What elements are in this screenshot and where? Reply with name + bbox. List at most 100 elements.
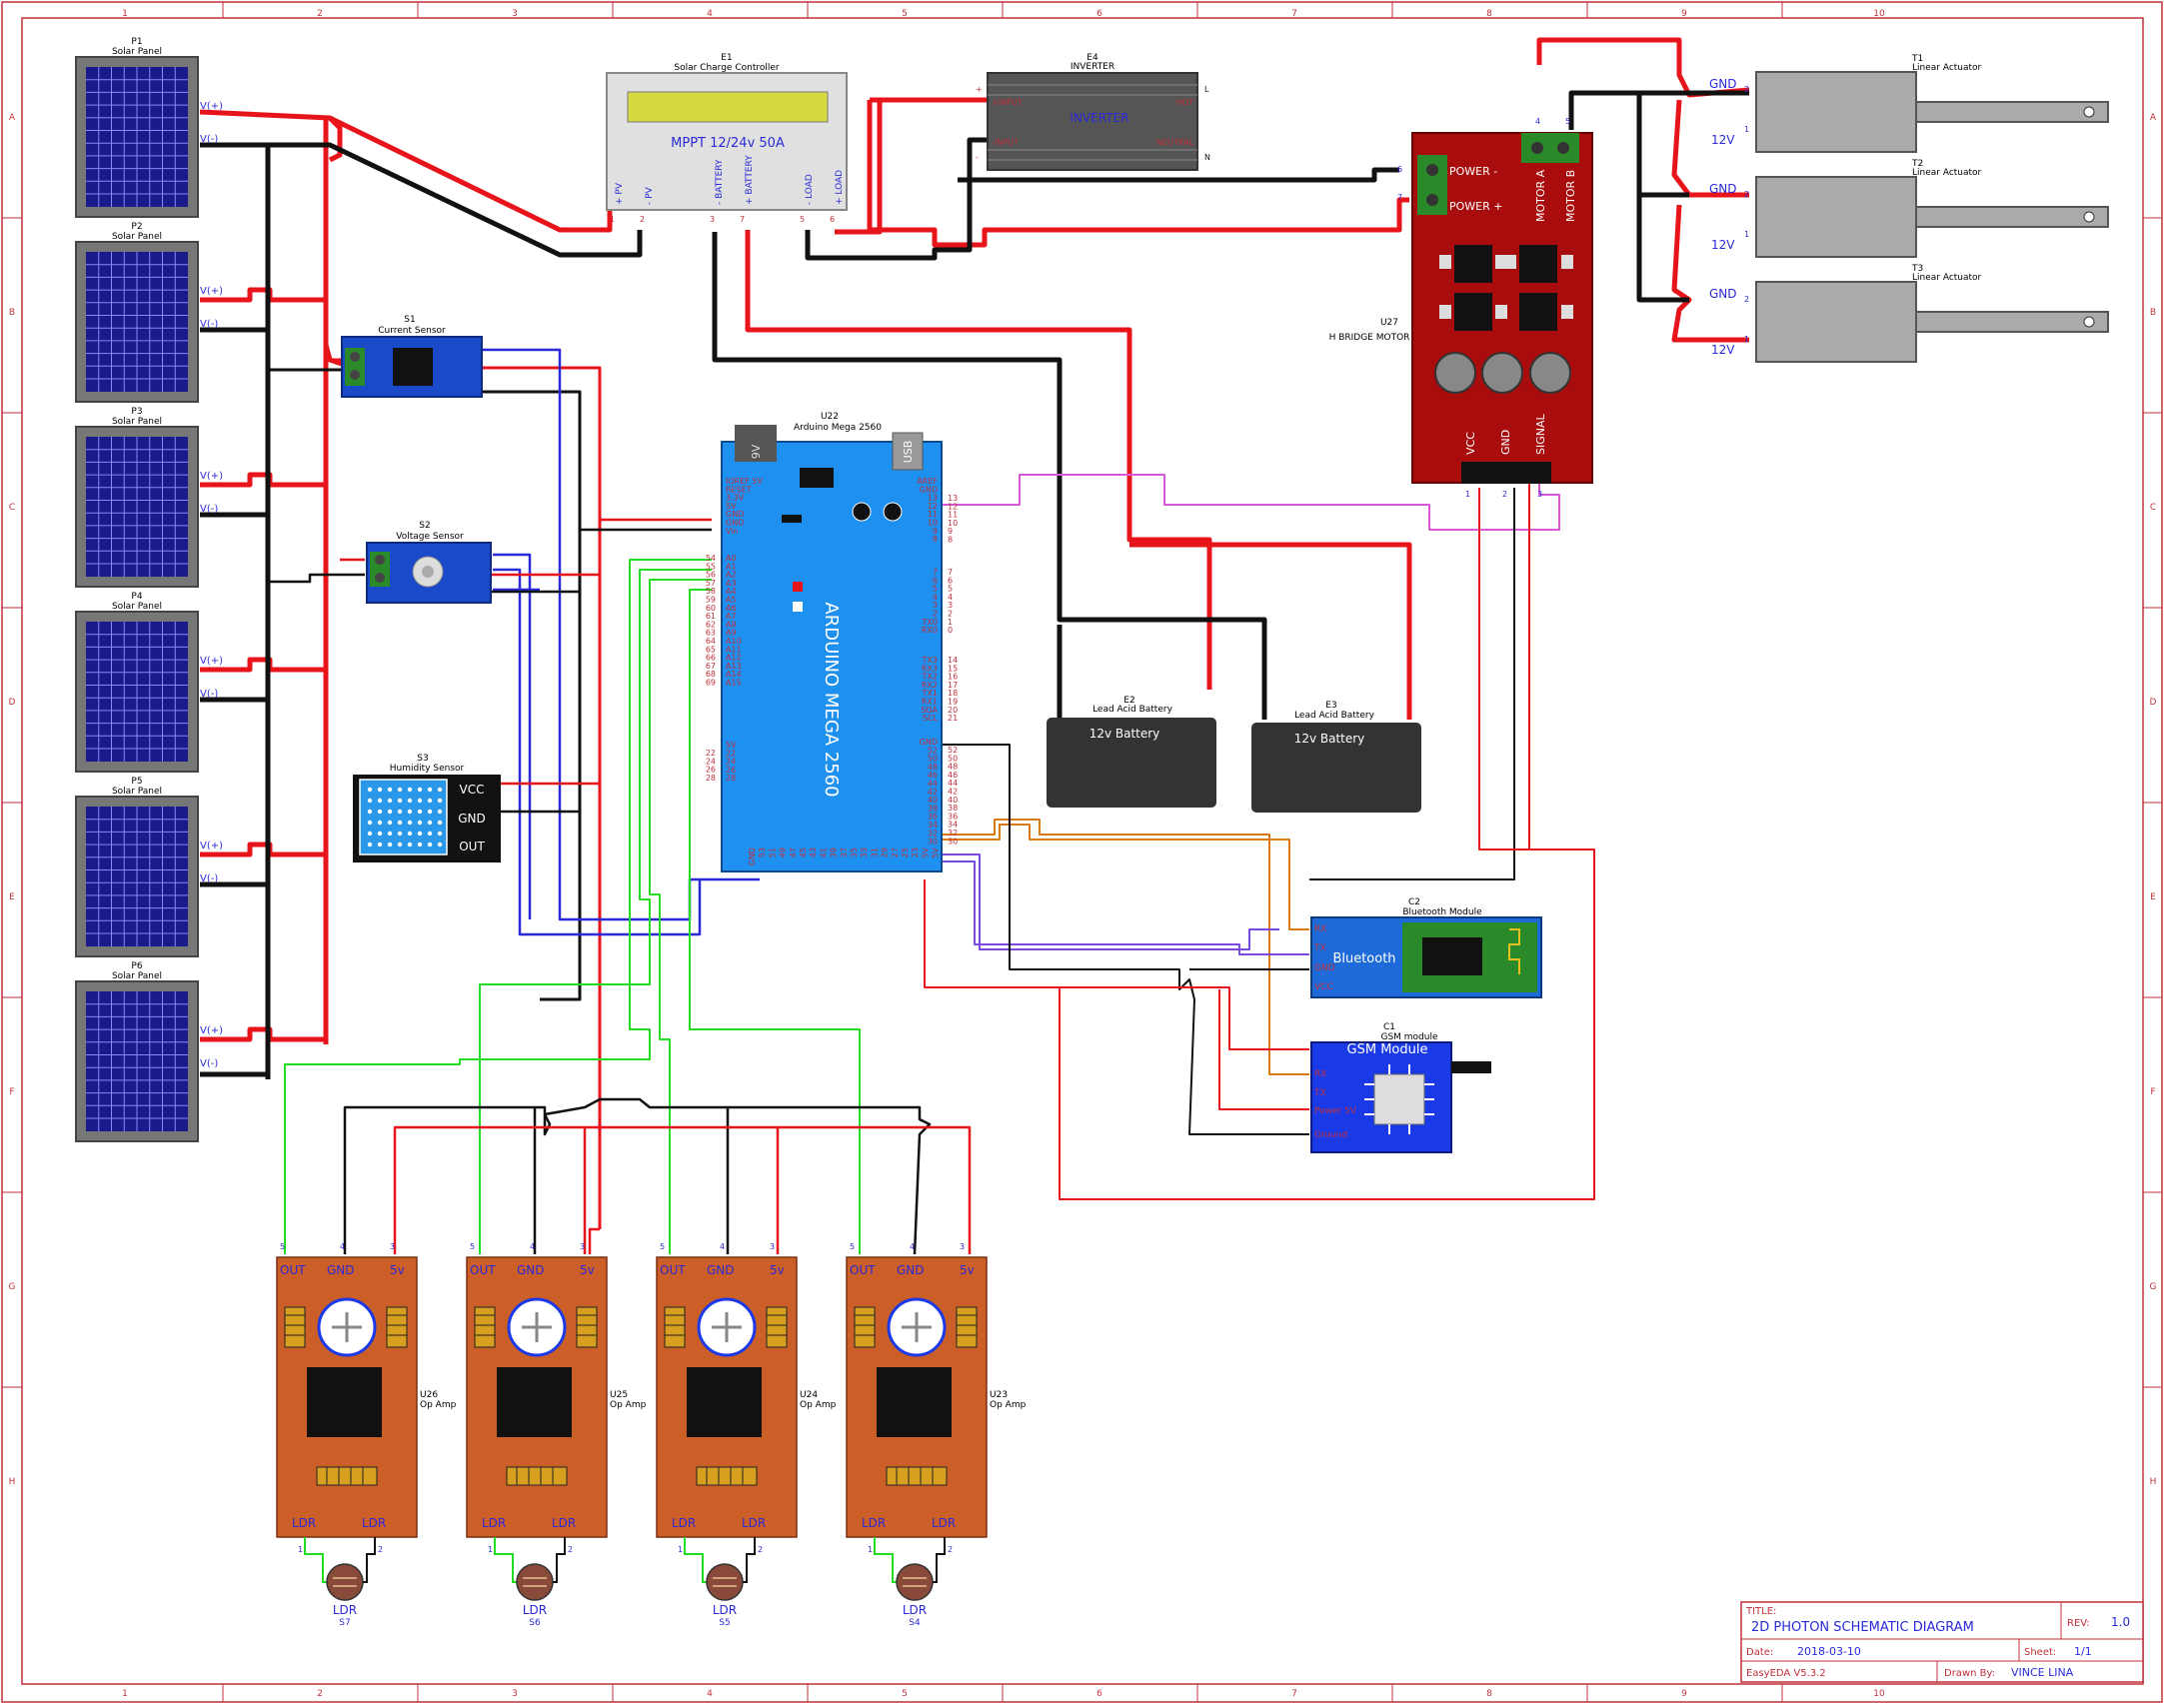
hbridge-pin-num: 5 [1565,117,1570,126]
arduino-pin-label: 64 [706,637,716,646]
op-amp-ref: U23 [990,1390,1008,1400]
cc-pin-num: 1 [610,215,615,224]
op-amp-pin-num: 5 [280,1242,285,1251]
arduino-pin-label: 46 [948,771,958,780]
cc-pin-pv-neg: - PV [645,186,655,205]
cc-pin-batt-neg: - BATTERY [715,159,725,205]
arduino-pin-label: 43 [809,848,818,857]
arduino-pin-label: 21 [948,714,958,723]
battery-e2: E2 Lead Acid Battery 12v Battery [1047,696,1216,808]
solar-panel-label: Solar Panel [112,47,162,57]
arduino-pin-label: 3 [948,601,953,610]
solar-panel-label: Solar Panel [112,417,162,427]
humidity-sensor: S3 Humidity Sensor VCC GND OUT [353,754,501,862]
arduino-pin-label: 10 [948,519,958,528]
arduino-pin-label: 5V [726,741,737,750]
arduino-pin-label: 22 [726,749,736,758]
actuator-pin-12v: 12V [1711,133,1735,147]
arduino-pin-label: A12 [726,654,742,663]
frame-row-label: A [2150,113,2157,123]
op-amp-pin-out: OUT [850,1263,876,1277]
gsm-body: GSM Module [1347,1042,1428,1057]
arduino-pin-label: 5V [932,847,941,857]
cc-pin-num: 7 [740,215,745,224]
arduino-pin-label: 5V [726,502,737,511]
inverter-pin-neutral: NEUTRAL [1156,138,1193,147]
frame-row-label: H [9,1477,16,1487]
arduino-usb: USB [902,441,915,464]
arduino-pin-label: 26 [726,766,736,775]
arduino-pin-label: RX0 [922,626,938,635]
op-amp-pin-ldr: LDR [552,1516,576,1530]
bluetooth-pin-rx: RX [1314,924,1326,934]
arduino-pin-label: 27 [891,848,900,857]
solar-panel-label: Solar Panel [112,602,162,612]
cc-pin-num: 3 [710,215,715,224]
frame-row-label: C [9,503,15,513]
title-block: TITLE: 2D PHOTON SCHEMATIC DIAGRAM REV: … [1740,1601,2144,1683]
op-amp-label: Op Amp [800,1400,837,1410]
arduino-pin-label: 38 [928,804,938,813]
arduino-pin-label: A0 [726,554,737,563]
op-amp-pin-gnd: GND [897,1263,925,1277]
drawn-value: VINCE LINA [2011,1666,2074,1679]
op-amp-ref: U25 [610,1390,628,1400]
arduino-pin-label: A13 [726,662,742,671]
op-amp-pin-gnd: GND [707,1263,735,1277]
op-amp-label: Op Amp [990,1400,1027,1410]
bluetooth-pin-gnd: GND [1314,963,1335,973]
arduino-pin-label: 24 [706,757,716,766]
op-amp-pin-gnd: GND [517,1263,545,1277]
gsm-pin-power: Power 5V [1314,1106,1357,1116]
arduino-pin-label: 5 [948,585,953,594]
arduino-pin-label: 42 [948,788,958,797]
actuator-pin-12v: 12V [1711,238,1735,252]
frame-col-label: 9 [1681,1689,1687,1699]
frame-row-label: C [2150,503,2156,513]
inverter-pin-plus: + [976,85,983,94]
humidity-sensor-label: Humidity Sensor [390,764,465,774]
arduino-pin-label: 6 [948,576,953,585]
charge-controller-display: MPPT 12/24v 50A [671,136,785,151]
arduino-pin-label: 67 [706,662,716,671]
arduino-pin-label: 68 [706,670,716,679]
op-amp-pin-num: 5 [660,1242,665,1251]
hbridge-pin-num: 6 [1397,165,1402,174]
arduino-pin-label: 33 [860,848,869,857]
arduino-pin-label: 41 [819,848,828,857]
op-amp-pin-5v: 5v [390,1263,405,1277]
arduino-pin-label: 38 [948,804,958,813]
arduino-pin-label: 26 [706,766,716,775]
solar-panel-pin-neg: V(-) [200,689,218,700]
arduino-pin-label: 9 [933,527,938,536]
battery-e3-label: Lead Acid Battery [1294,711,1374,721]
frame-row-label: G [9,1282,16,1292]
arduino-pin-label: TX3 [922,656,938,665]
arduino-pin-label: 55 [706,562,716,571]
op-amp-pin-num: 4 [340,1242,345,1251]
arduino-pin-label: GND [726,510,744,519]
arduino-pin-label: 7 [933,568,938,577]
frame-col-label: 4 [707,1689,713,1699]
arduino-pin-label: 44 [948,779,958,788]
actuator-pin-12v: 12V [1711,343,1735,357]
title-label: TITLE: [1745,1606,1776,1617]
actuator-pin-num: 2 [1744,190,1749,199]
arduino-pin-label: 53 [758,848,767,857]
solar-panel-ref: P2 [131,222,142,232]
op-amp-pin-num: 5 [470,1242,475,1251]
arduino-pin-label: 36 [928,813,938,822]
frame-col-label: 1 [122,9,128,19]
inverter-ref: E4 [1086,53,1098,63]
op-amp-pin-num: 4 [720,1242,725,1251]
arduino-pin-label: 34 [948,821,958,830]
actuator-pin-num: 2 [1744,295,1749,304]
actuator-pin-gnd: GND [1709,182,1737,196]
